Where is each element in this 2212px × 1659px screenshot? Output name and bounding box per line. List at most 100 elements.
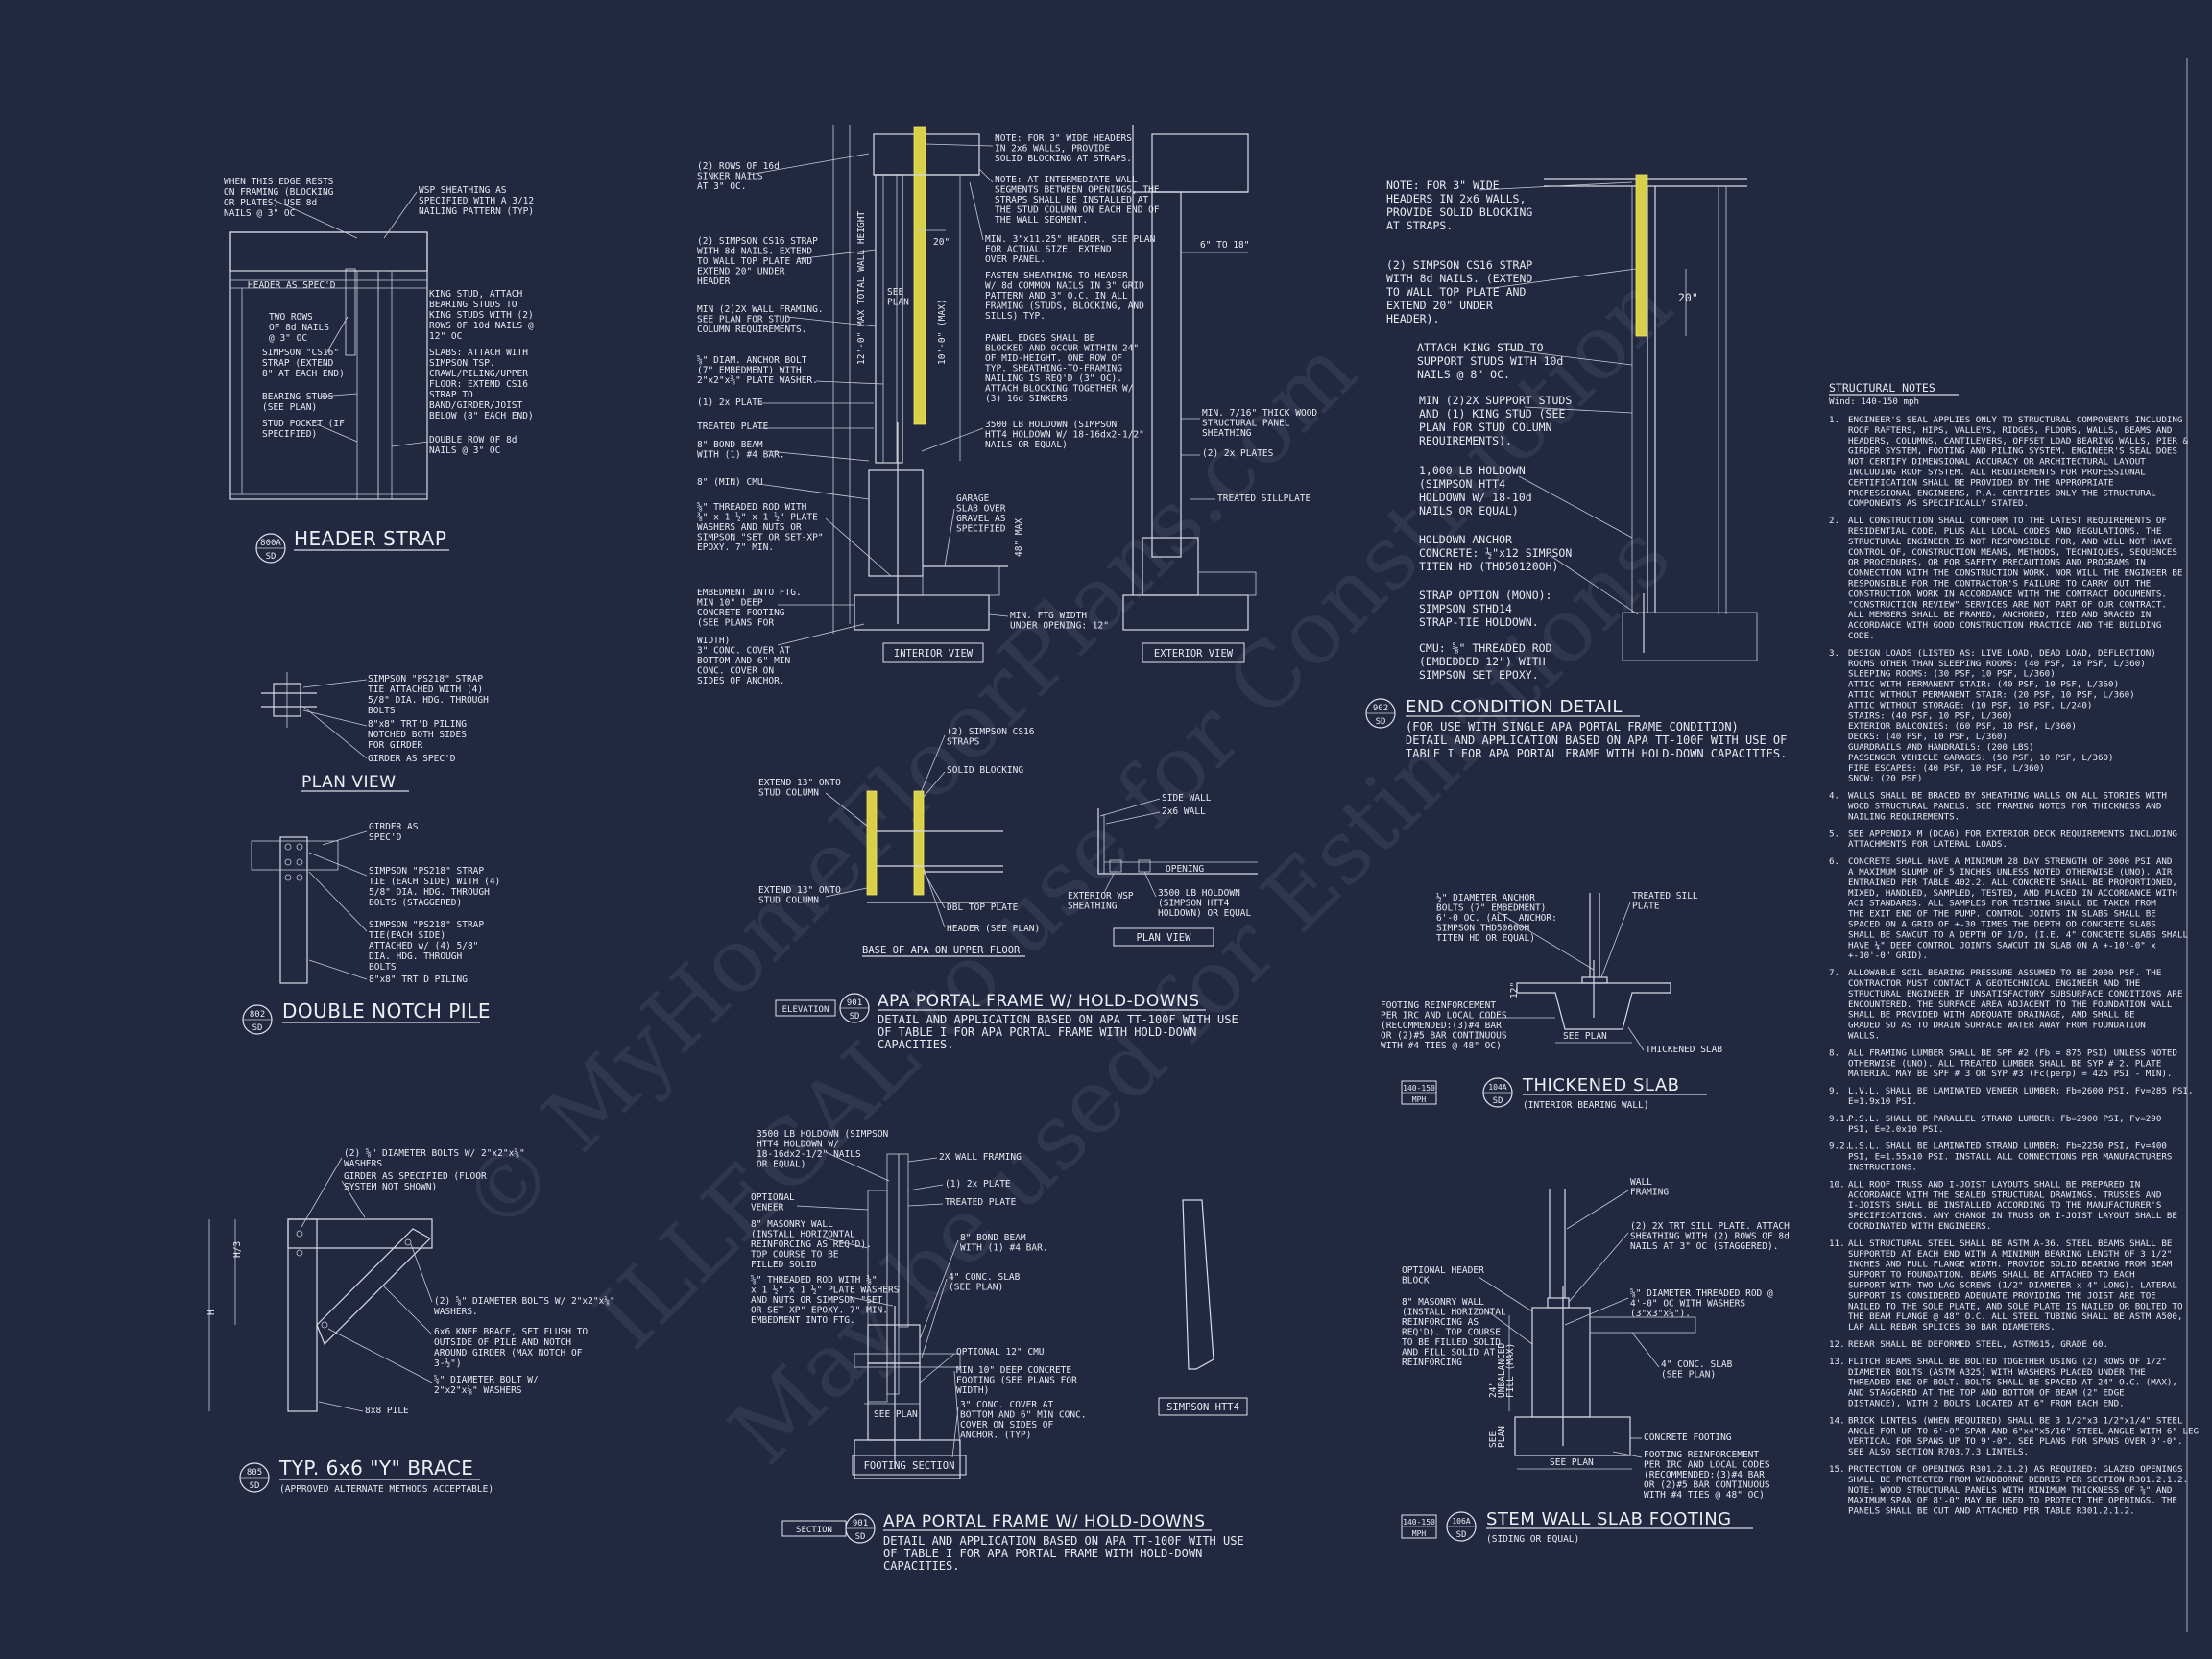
structural-note-line: SEE ALSO SECTION R703.7.3 LINTELS. xyxy=(1848,1447,2029,1457)
note-text: 6" TO 18" xyxy=(1200,240,1249,251)
note-text: COLUMN REQUIREMENTS. xyxy=(697,325,806,335)
note-text: FOR GIRDER xyxy=(368,740,422,751)
note-text: (EMBEDDED 12") WITH xyxy=(1419,655,1546,668)
portal-section-num: 901 xyxy=(853,1519,868,1528)
structural-note-line: SNOW: (20 PSF) xyxy=(1848,774,1922,784)
leader-line xyxy=(301,1157,343,1228)
leader-line xyxy=(1549,554,1639,615)
leader-line xyxy=(1524,406,1633,414)
note-text: SIMPSON "PS218" STRAP xyxy=(369,866,484,877)
note-text: NOTE: FOR 3" WIDE HEADERS xyxy=(995,133,1132,144)
y-brace-num: 805 xyxy=(247,1468,262,1478)
note-text: REINFORCING AS xyxy=(1402,1317,1479,1328)
double-notch-sheet: SD xyxy=(252,1023,263,1033)
structural-note-line: ANGLE FOR UP TO 6'-0" SPAN AND 6"x4"x5/1… xyxy=(1848,1426,2199,1436)
leader-line xyxy=(383,191,418,239)
note-text: DIA. HDG. THROUGH xyxy=(369,951,463,962)
note-text: TWO ROWS xyxy=(269,312,313,323)
leader-line xyxy=(907,1157,938,1163)
sw-sheet: SD xyxy=(1456,1530,1467,1540)
note-text: 3500 LB HOLDOWN (SIMPSON xyxy=(985,420,1118,430)
note-text: (FOR USE WITH SINGLE APA PORTAL FRAME CO… xyxy=(1406,720,1739,733)
note-text: HTT4 HOLDOWN W/ 18-16dx2-1/2" xyxy=(985,430,1144,441)
note-text: STRAP-TIE HOLDOWN. xyxy=(1419,615,1539,629)
leader-line xyxy=(273,199,358,239)
note-text: ⅝" DIAMETER BOLT W/ xyxy=(434,1375,539,1385)
note-text: UNDER OPENING: 12" xyxy=(1010,621,1109,632)
leader-line xyxy=(318,1401,364,1412)
structural-note-line: GUARDRAILS AND HANDRAILS: (200 LBS) xyxy=(1848,742,2034,753)
structural-note-line: THE BEAM FLANGE @ 48" O.C. ALL STEEL TUB… xyxy=(1848,1311,2182,1322)
note-text: OVER PANEL. xyxy=(985,254,1046,265)
note-text: SIMPSON "PS218" STRAP xyxy=(368,674,483,685)
note-text: WSP SHEATHING AS xyxy=(419,185,507,196)
note-text: SINKER NAILS xyxy=(697,172,763,182)
structural-note-line: WALLS SHALL BE BRACED BY SHEATHING WALLS… xyxy=(1848,791,2167,802)
structural-note-line: STAIRS: (40 PSF, 10 PSF, L/360) xyxy=(1848,710,2012,721)
note-text: FILLED SOLID xyxy=(751,1260,817,1270)
note-text: (2) 2X TRT SILL PLATE. ATTACH xyxy=(1630,1221,1790,1232)
dim-label: H xyxy=(206,1310,217,1315)
note-text: WITH 8d NAILS. (EXTEND xyxy=(1386,272,1532,285)
note-text: ATTACHED w/ (4) 5/8" xyxy=(369,941,478,951)
structural-notes-title: STRUCTURAL NOTES xyxy=(1829,381,1936,395)
portal-elevation-tag: ELEVATION xyxy=(782,1005,830,1015)
end-cs16-strap xyxy=(1635,174,1648,337)
leader-line xyxy=(907,1184,944,1191)
note-text: OR SET-XP" EPOXY. 7" MIN. xyxy=(751,1306,888,1316)
note-text: SOLID BLOCKING xyxy=(947,765,1023,776)
double-notch-bolt xyxy=(284,843,292,851)
sw-sill-plate xyxy=(1547,1297,1570,1309)
structural-note-line: PSI, E=1.55x10 PSI. INSTALL ALL CONNECTI… xyxy=(1848,1152,2172,1163)
leader-line xyxy=(1099,798,1161,817)
structural-note-line: ALL FRAMING LUMBER SHALL BE SPF #2 (Fb =… xyxy=(1848,1047,2177,1058)
note-text: HEADER (SEE PLAN) xyxy=(947,924,1040,934)
note-text: 8" MASONRY WALL xyxy=(1402,1297,1484,1308)
note-text: (1) 2x PLATE xyxy=(945,1179,1011,1190)
note-text: SLAB OVER xyxy=(956,504,1006,515)
apa-plan-label-box xyxy=(1113,927,1214,947)
leader-line xyxy=(919,1353,955,1383)
note-text: PANEL EDGES SHALL BE xyxy=(985,333,1095,344)
leader-line xyxy=(1518,475,1633,539)
note-text: 8" (MIN) CMU xyxy=(697,477,763,488)
note-text: FRAMING xyxy=(1630,1188,1669,1198)
structural-note-number: 4. xyxy=(1829,791,1839,802)
leader-line xyxy=(786,316,877,327)
note-text: HOLDOWN ANCHOR xyxy=(1419,533,1512,546)
note-text: (2) SIMPSON CS16 xyxy=(947,727,1035,737)
structural-note-line: DISTANCE), WITH 2 BOLTS LOCATED AT 6" FR… xyxy=(1848,1399,2125,1409)
note-text: SIMPSON "PS218" STRAP xyxy=(369,920,484,930)
note-text: CAPACITIES. xyxy=(878,1038,953,1051)
leader-line xyxy=(1627,1026,1645,1051)
simpson-htt4-label-box xyxy=(1158,1397,1248,1416)
note-text: MIN. 3"x11.25" HEADER. SEE PLAN xyxy=(985,234,1156,245)
portal-section-desc: DETAIL AND APPLICATION BASED ON APA TT-1… xyxy=(883,1534,1244,1573)
interior-footing xyxy=(854,594,990,631)
structural-note-line: NAILED TO THE SOLE PLATE, AND SOLE PLATE… xyxy=(1848,1301,2182,1311)
structural-note-line: ROOF RAFTERS, HIPS, VALLEYS, RIDGES, FLO… xyxy=(1848,425,2172,436)
structural-note-number: 6. xyxy=(1829,856,1839,867)
structural-note-line: PROTECTION OF OPENINGS R301.2.1.2) AS RE… xyxy=(1848,1464,2182,1475)
y-brace-bolt xyxy=(404,1238,412,1246)
note-text: EPOXY. 7" MIN. xyxy=(697,542,774,553)
note-text: CONC. COVER ON xyxy=(697,666,774,677)
note-text: NAILS @ 3" OC xyxy=(224,208,295,219)
dim-label: 12" xyxy=(1509,982,1520,998)
note-text: SIMPSON THD50600H xyxy=(1436,924,1530,934)
ts-slab xyxy=(1516,982,1671,1030)
note-text: SPECIFIED xyxy=(956,524,1006,535)
dim-label: PLAN xyxy=(1497,1426,1507,1448)
note-text: ⅝" DIAMETER THREADED ROD @ xyxy=(1630,1288,1773,1299)
note-text: EXTEND 13" ONTO xyxy=(758,778,841,788)
leader-line xyxy=(302,679,368,688)
structural-notes-wind: Wind: 140-150 mph xyxy=(1829,397,1919,407)
apa-base-label: BASE OF APA ON UPPER FLOOR xyxy=(862,945,1021,956)
note-text: 8"x8" TRT'D PILING xyxy=(368,719,467,730)
note-text: MIN (2)2X SUPPORT STUDS xyxy=(1419,394,1572,407)
portal-elevation-sheet: SD xyxy=(850,1012,860,1022)
watermark-line-1: © MyHomeFloorPlans.com xyxy=(442,320,1376,1254)
note-text: TO BE FILLED SOLID xyxy=(1402,1337,1501,1348)
